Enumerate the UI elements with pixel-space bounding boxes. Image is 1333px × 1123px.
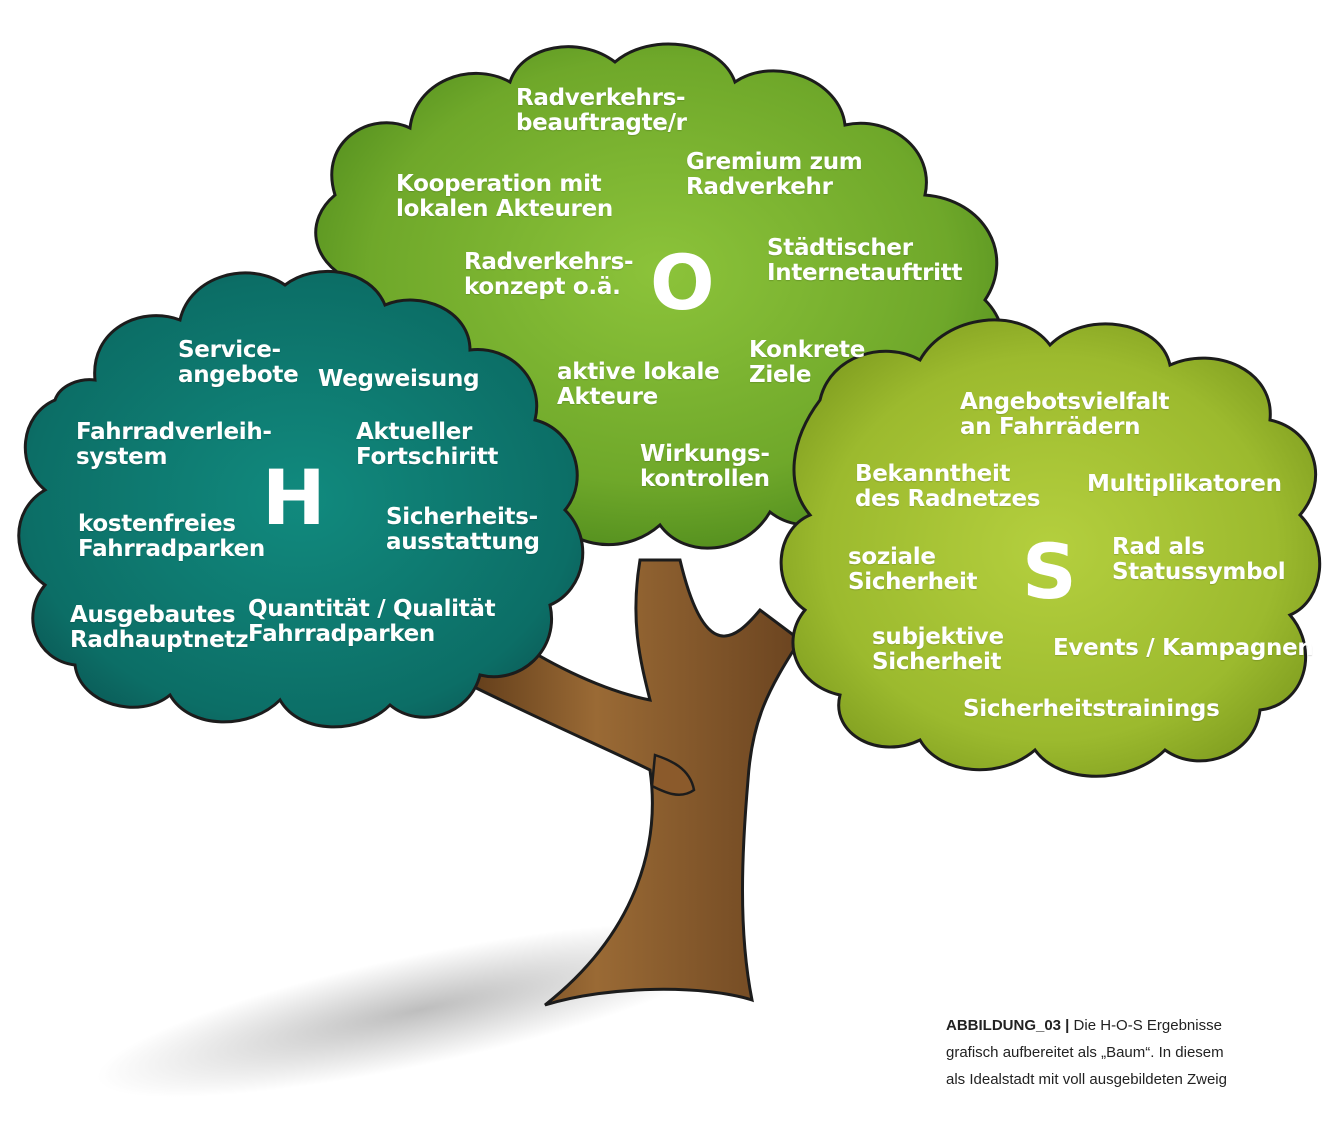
caption-label: ABBILDUNG_03 | (946, 1017, 1070, 1034)
caption-line-1: Die H-O-S Ergebnisse (1069, 1017, 1222, 1034)
h-item-fortschritt: Aktueller Fortschiritt (356, 419, 499, 470)
s-item-multiplikatoren: Multiplikatoren (1087, 471, 1282, 497)
ground-shadow (97, 922, 743, 1098)
s-item-subjektive-sicherheit: subjektive Sicherheit (872, 624, 1004, 675)
tree-trunk (457, 558, 803, 1007)
h-letter: H (262, 453, 326, 542)
h-item-quantitaet: Quantität / Qualität Fahrradparken (248, 596, 496, 647)
o-item-wirkungskontrollen: Wirkungs- kontrollen (640, 441, 770, 492)
o-letter: O (650, 238, 715, 327)
s-item-angebotsvielfalt: Angebotsvielfalt an Fahrrädern (960, 389, 1170, 440)
h-item-fahrradverleih: Fahrradverleih- system (76, 419, 272, 470)
figure-caption: ABBILDUNG_03 | Die H-O-S Ergebnisse graf… (946, 1012, 1333, 1093)
h-item-fahrradparken: kostenfreies Fahrradparken (78, 511, 266, 562)
o-item-internetauftritt: Städtischer Internetauftritt (767, 235, 963, 286)
branch-stub (650, 753, 696, 796)
h-item-sicherheitsausstattung: Sicherheits- ausstattung (386, 504, 540, 555)
o-item-radverkehrsbeauftragte: Radverkehrs- beauftragte/r (516, 85, 687, 136)
s-letter: S (1022, 527, 1077, 616)
o-item-radverkehrskonzept: Radverkehrs- konzept o.ä. (464, 249, 634, 300)
cloud-s-shape (779, 318, 1322, 778)
s-item-sicherheitstrainings: Sicherheitstrainings (963, 696, 1220, 722)
o-item-kooperation: Kooperation mit lokalen Akteuren (396, 171, 613, 222)
caption-line-2: grafisch aufbereitet als „Baum“. In dies… (946, 1044, 1224, 1061)
o-item-aktive-akteure: aktive lokale Akteure (557, 359, 720, 410)
h-item-wegweisung: Wegweisung (318, 366, 480, 392)
h-item-radhauptnetz: Ausgebautes Radhauptnetz (70, 602, 249, 653)
s-item-soziale-sicherheit: soziale Sicherheit (848, 544, 978, 595)
o-item-gremium: Gremium zum Radverkehr (686, 149, 863, 200)
s-item-bekanntheit: Bekanntheit des Radnetzes (855, 461, 1041, 512)
caption-line-3: als Idealstadt mit voll ausgebildeten Zw… (946, 1071, 1227, 1088)
h-item-serviceangebote: Service- angebote (178, 337, 299, 388)
cloud-h-shape (17, 269, 585, 729)
s-item-events: Events / Kampagnen (1053, 635, 1314, 661)
o-item-konkrete-ziele: Konkrete Ziele (749, 337, 866, 388)
s-item-statussymbol: Rad als Statussymbol (1112, 534, 1286, 585)
